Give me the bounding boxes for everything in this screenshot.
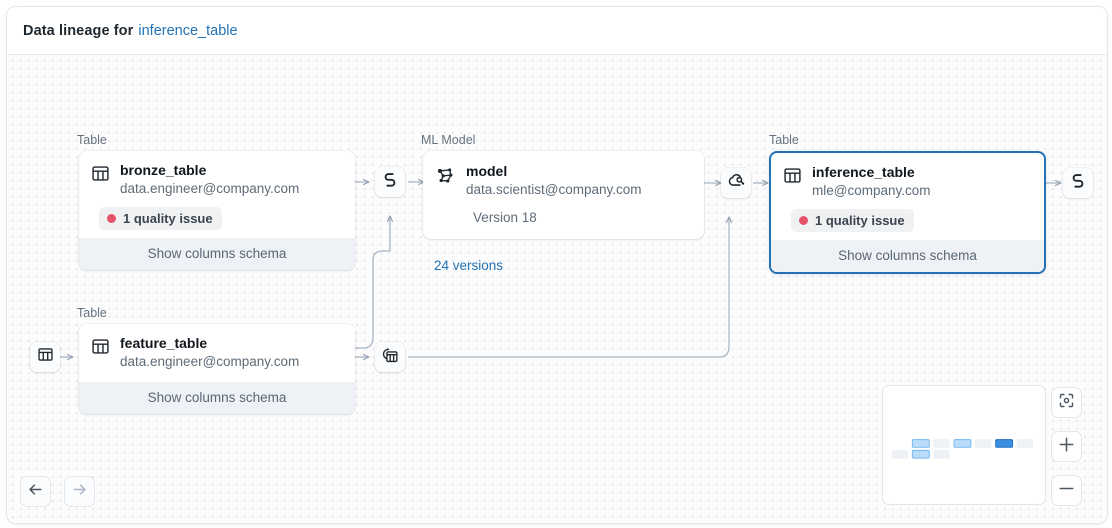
minimap[interactable] (882, 385, 1046, 505)
node-feature-table-body: feature_table data.engineer@company.com (79, 324, 355, 382)
connector-pipeline-downstream[interactable] (1063, 168, 1093, 198)
connector-serving-endpoint[interactable] (721, 168, 751, 198)
pipeline-icon (1069, 172, 1087, 195)
node-feature-table-owner: data.engineer@company.com (120, 353, 300, 369)
table-icon (37, 346, 54, 368)
node-feature-table[interactable]: feature_table data.engineer@company.com … (79, 324, 355, 414)
node-bronze-table-owner: data.engineer@company.com (120, 180, 300, 196)
forward-button[interactable] (64, 476, 95, 507)
plus-icon (1058, 436, 1075, 458)
edge-materialize-to-serving (408, 217, 729, 358)
status-badge-label: 1 quality issue (123, 210, 213, 226)
quality-issue-dot (799, 215, 808, 225)
node-feature-table-title: feature_table (120, 335, 208, 351)
node-inference-table-body: inference_table mle@company.com 1 qualit… (771, 153, 1044, 240)
table-icon (91, 337, 110, 361)
minimap-node (953, 439, 972, 448)
ml-model-icon (435, 165, 456, 191)
status-badge-label: 1 quality issue (815, 212, 905, 228)
minimap-node (995, 439, 1014, 448)
cloud-serving-icon (727, 171, 746, 195)
page-title: Data lineage for (23, 22, 134, 39)
table-icon (91, 164, 110, 188)
node-inference-table-title: inference_table (812, 164, 915, 180)
show-columns-schema-button[interactable]: Show columns schema (771, 239, 1044, 272)
status-badge[interactable]: 1 quality issue (99, 206, 222, 230)
zoom-out-button[interactable] (1051, 475, 1082, 506)
arrow-right-icon (71, 481, 88, 503)
node-type-inference-table: Table (769, 133, 799, 147)
show-columns-schema-button[interactable]: Show columns schema (79, 237, 355, 270)
node-bronze-table[interactable]: bronze_table data.engineer@company.com 1… (79, 151, 355, 270)
minimap-node (933, 449, 950, 459)
node-model[interactable]: model data.scientist@company.com Version… (423, 151, 704, 239)
zoom-in-button[interactable] (1051, 431, 1082, 462)
header-bar: Data lineage for inference_table (7, 7, 1107, 55)
node-model-owner: data.scientist@company.com (466, 181, 642, 197)
fit-view-icon (1059, 393, 1074, 413)
connector-materialize-feature[interactable] (375, 342, 405, 372)
edge-layer (60, 55, 1107, 522)
node-inference-table[interactable]: inference_table mle@company.com 1 qualit… (769, 151, 1046, 274)
model-versions-link[interactable]: 24 versions (434, 258, 504, 273)
minimap-node (911, 439, 930, 448)
back-button[interactable] (20, 476, 51, 507)
lineage-panel: Data lineage for inference_table (6, 6, 1108, 524)
minus-icon (1058, 480, 1075, 502)
quality-issue-dot (107, 213, 116, 223)
connector-pipeline-to-model[interactable] (375, 167, 405, 197)
minimap-node (911, 449, 930, 459)
arrow-left-icon (27, 481, 44, 503)
lineage-canvas[interactable]: Table bronze_table data.engineer@company… (7, 55, 1107, 522)
pipeline-icon (381, 171, 399, 194)
connector-upstream-table[interactable] (30, 342, 60, 372)
minimap-node (891, 449, 909, 459)
header-entity-link[interactable]: inference_table (138, 22, 238, 39)
status-badge[interactable]: 1 quality issue (791, 208, 914, 232)
node-model-version: Version 18 (473, 209, 537, 225)
table-icon (783, 166, 802, 190)
node-type-bronze-table: Table (77, 133, 107, 147)
node-bronze-table-title: bronze_table (120, 162, 207, 178)
node-bronze-table-body: bronze_table data.engineer@company.com 1… (79, 151, 355, 238)
node-model-title: model (466, 163, 508, 179)
minimap-node (933, 439, 950, 448)
node-inference-table-owner: mle@company.com (812, 182, 931, 198)
minimap-node (1016, 439, 1034, 448)
show-columns-schema-button[interactable]: Show columns schema (79, 381, 355, 414)
node-model-body: model data.scientist@company.com Version… (423, 151, 704, 239)
edge-feature-to-pipeline (355, 216, 390, 349)
node-type-model: ML Model (421, 133, 476, 147)
node-type-feature-table: Table (77, 306, 107, 320)
minimap-node (975, 439, 992, 448)
fit-view-button[interactable] (1051, 387, 1082, 418)
minimap-nodes (891, 439, 1034, 459)
table-refresh-icon (381, 346, 399, 369)
